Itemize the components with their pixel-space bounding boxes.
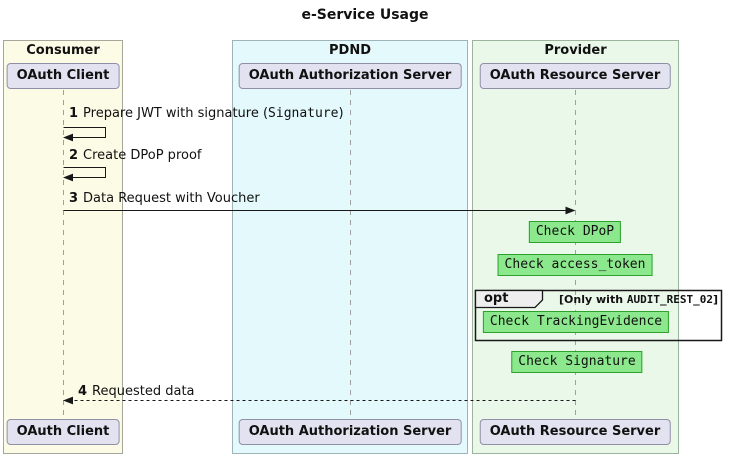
group-pdnd-label: PDND [329,43,371,58]
opt-guard-text: [Only with [559,293,627,306]
message-1-label: 1 Prepare JWT with signature (Signature) [69,106,344,121]
message-3-label: 3 Data Request with Voucher [69,191,260,206]
note-check-signature: Check Signature [511,351,643,373]
message-1-text: Prepare JWT with signature ( [83,106,269,121]
opt-frame-guard: [Only with AUDIT_REST_02] [559,294,718,306]
diagram-title: e-Service Usage [301,7,429,23]
message-2-number: 2 [69,148,79,163]
message-4-text: Requested data [92,384,195,399]
group-consumer-label: Consumer [26,43,100,58]
opt-guard-text-end: ] [712,293,718,306]
participant-bottom-oauth-authorization-server: OAuth Authorization Server [238,419,462,445]
opt-frame-keyword: opt [484,291,509,306]
note-check-access-token: Check access_token [497,254,653,276]
note-check-tracking-evidence: Check TrackingEvidence [482,311,670,333]
note-check-dpop: Check DPoP [528,221,622,243]
participant-top-oauth-authorization-server: OAuth Authorization Server [238,63,462,89]
message-2-text: Create DPoP proof [83,148,202,163]
message-1-mono-text: Signature [268,106,339,121]
message-4-label: 4 Requested data [78,384,195,399]
participant-bottom-oauth-resource-server: OAuth Resource Server [479,419,671,445]
participant-top-oauth-resource-server: OAuth Resource Server [479,63,671,89]
message-1-number: 1 [69,106,79,121]
message-3-number: 3 [69,191,79,206]
participant-top-oauth-client: OAuth Client [6,63,120,89]
message-4-number: 4 [78,384,88,399]
message-1-text-end: ) [338,106,344,121]
message-3-text: Data Request with Voucher [83,191,260,206]
participant-bottom-oauth-client: OAuth Client [6,419,120,445]
group-provider-label: Provider [544,43,607,58]
group-pdnd: PDND [232,40,468,454]
opt-guard-mono-text: AUDIT_REST_02 [626,293,713,306]
group-provider: Provider [472,40,679,454]
message-2-label: 2 Create DPoP proof [69,148,201,163]
